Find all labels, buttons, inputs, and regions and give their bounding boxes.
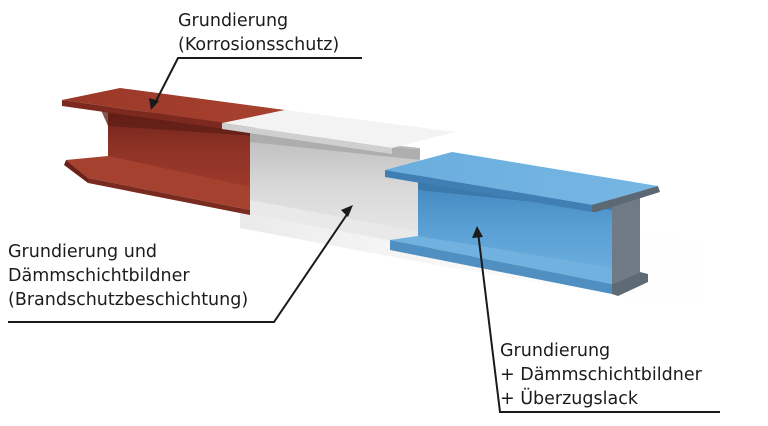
leader-arrowheads <box>149 98 483 238</box>
label-fire-protection: Grundierung und Dämmschichtbildner (Bran… <box>8 240 248 312</box>
primer-top-flange-edge <box>62 100 225 129</box>
label-fire-line-2: Dämmschichtbildner <box>8 266 190 286</box>
primer-top-flange <box>62 88 285 123</box>
full-top-flange-edge <box>385 170 592 212</box>
leader-fire <box>8 209 351 323</box>
primer-bottom-flange-front <box>88 178 250 215</box>
full-top-flange <box>385 152 658 205</box>
beam-section-fire <box>222 110 455 246</box>
full-end-web <box>612 192 640 284</box>
label-full-line-1: Grundierung <box>500 341 611 361</box>
arrowhead-primer <box>149 98 159 110</box>
full-end-bottom <box>612 272 648 296</box>
full-bottom-flange-front <box>390 240 612 294</box>
arrowhead-fire <box>341 205 353 217</box>
fire-top-flange-edge <box>222 123 392 154</box>
primer-bottom-flange-edge <box>64 160 88 183</box>
label-primer-line-1: Grundierung <box>178 11 289 31</box>
label-full-system: Grundierung + Dämmschichtbildner + Überz… <box>500 339 702 411</box>
label-fire-line-3: (Brandschutzbeschichtung) <box>8 290 249 310</box>
full-bottom-flange <box>390 236 640 284</box>
primer-bottom-flange <box>66 156 255 210</box>
beam-section-full <box>385 152 660 296</box>
fire-top-flange <box>222 110 455 148</box>
leader-lines <box>8 57 720 413</box>
arrowhead-full <box>472 226 483 238</box>
fire-bottom-flange <box>250 200 420 246</box>
leader-primer <box>153 57 362 106</box>
full-end-top <box>592 186 660 212</box>
leader-full <box>477 231 720 413</box>
label-full-line-3: + Überzugslack <box>500 389 638 409</box>
label-fire-line-1: Grundierung und <box>8 242 158 262</box>
label-full-line-2: + Dämmschichtbildner <box>500 365 702 385</box>
beam-section-primer <box>62 88 285 215</box>
label-primer: Grundierung (Korrosionsschutz) <box>178 9 339 57</box>
label-primer-line-2: (Korrosionsschutz) <box>178 35 340 55</box>
